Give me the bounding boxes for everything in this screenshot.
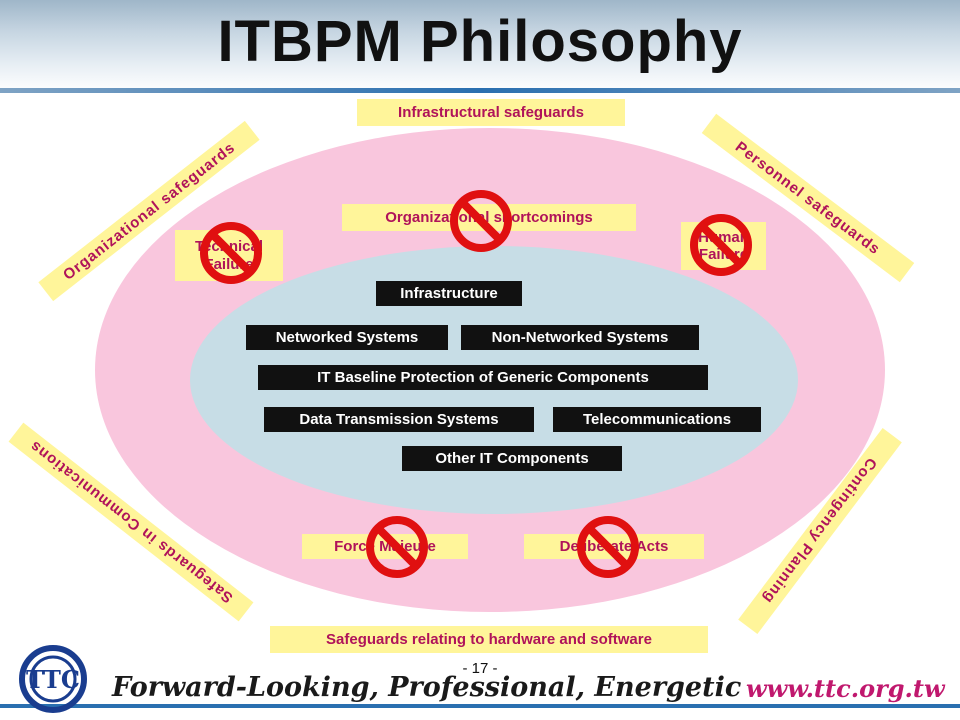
slogan: Forward-Looking, Professional, Energetic <box>112 672 742 703</box>
logo-text: TTC <box>26 665 80 694</box>
header-band <box>0 0 960 92</box>
networked-systems-component: Networked Systems <box>246 325 448 350</box>
prohibition-icon <box>366 516 428 578</box>
header-divider <box>0 88 960 93</box>
prohibition-icon <box>577 516 639 578</box>
page-number: - 17 - <box>462 660 498 677</box>
prohibition-icon <box>200 222 262 284</box>
infrastructure-component: Infrastructure <box>376 281 522 306</box>
non-networked-systems-component: Non-Networked Systems <box>461 325 699 350</box>
prohibition-icon <box>450 190 512 252</box>
ttc-logo: TTC <box>19 645 87 713</box>
organizational-shortcomings-box: Organizational shortcomings <box>342 204 636 231</box>
slide-title: ITBPM Philosophy <box>217 9 743 74</box>
prohibition-icon <box>690 214 752 276</box>
data-transmission-systems-component: Data Transmission Systems <box>264 407 534 432</box>
it-baseline-protection-component: IT Baseline Protection of Generic Compon… <box>258 365 708 390</box>
telecommunications-component: Telecommunications <box>553 407 761 432</box>
website-url: www.ttc.org.tw <box>746 674 945 703</box>
other-it-components-component: Other IT Components <box>402 446 622 471</box>
hardware-software-safeguards-label: Safeguards relating to hardware and soft… <box>270 626 708 653</box>
footer-divider <box>0 704 960 708</box>
infrastructural-safeguards-label: Infrastructural safeguards <box>357 99 625 126</box>
technical-failure-box: Technical Failure <box>175 230 283 281</box>
